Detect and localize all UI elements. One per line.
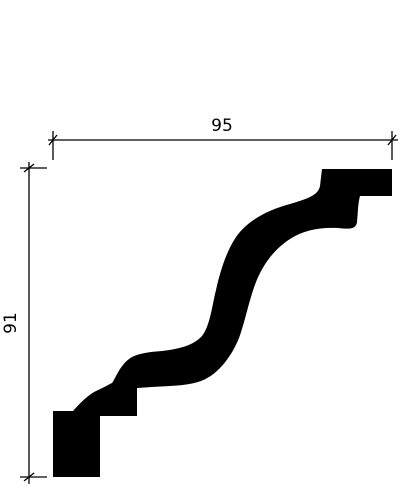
width-tick-right	[387, 134, 397, 146]
height-dimension: 91	[1, 162, 47, 484]
width-tick-left	[48, 134, 58, 146]
molding-profile-shape	[53, 169, 392, 477]
width-dimension: 95	[48, 116, 398, 160]
width-dimension-label: 95	[211, 116, 233, 136]
height-tick-bottom	[23, 472, 35, 482]
height-dimension-label: 91	[1, 312, 21, 334]
height-tick-top	[23, 163, 35, 173]
